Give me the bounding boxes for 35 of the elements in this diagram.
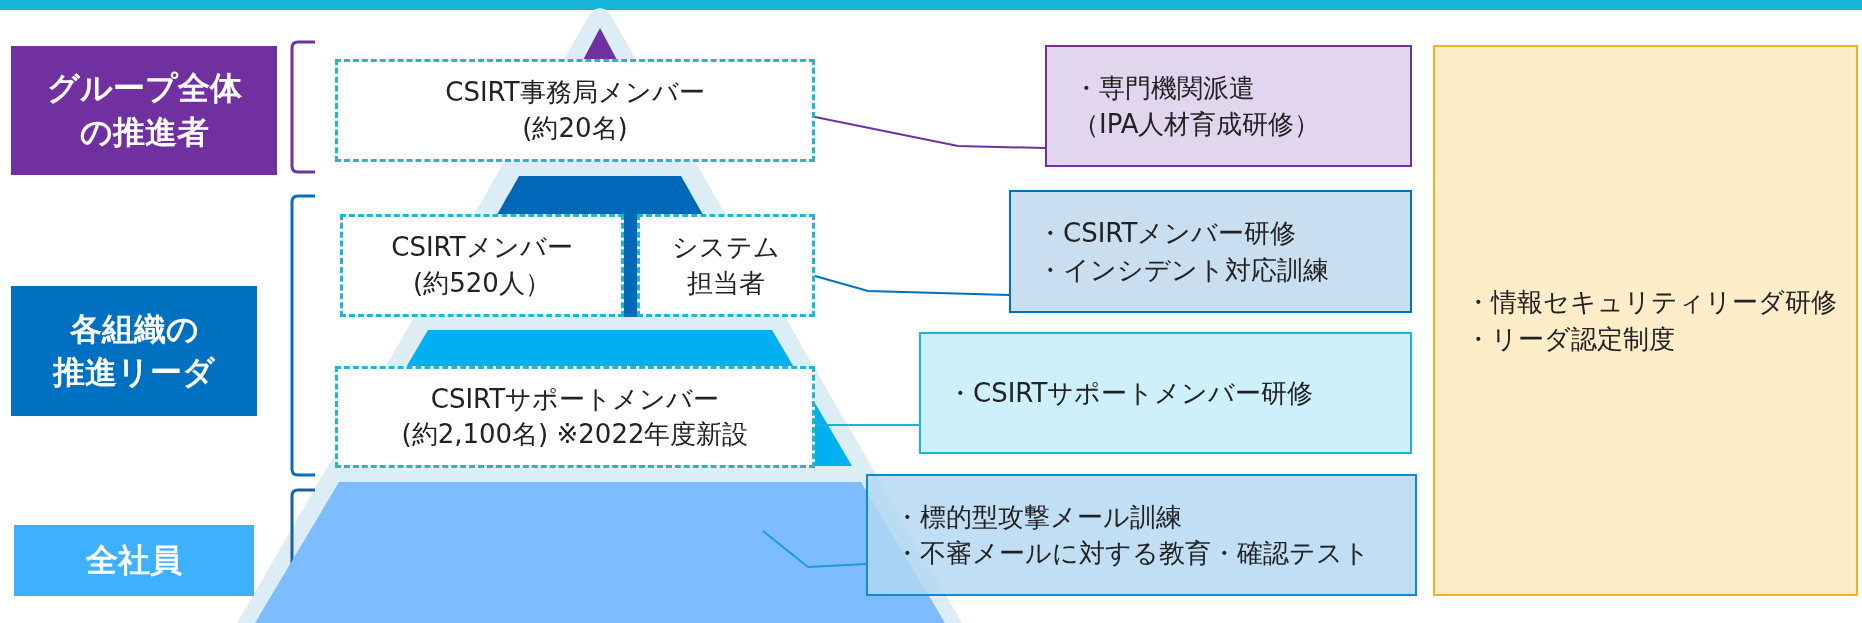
- tier-banner: [11, 46, 277, 175]
- training-box: [919, 332, 1412, 454]
- member-group-name: CSIRTメンバー: [391, 231, 573, 265]
- member-count: (約520人）: [413, 266, 551, 300]
- tier-banner: [11, 286, 257, 416]
- training-item: ・CSIRTメンバー研修: [1037, 217, 1297, 251]
- training-item: ・専門機関派遣（IPA人材育成研修）: [1073, 71, 1321, 141]
- leader-line: [762, 530, 867, 568]
- member-count: (約2,100名) ※2022年度新設: [401, 418, 749, 451]
- leader-training-panel: [1433, 45, 1858, 596]
- tier-label: 各組織の推進リーダ: [53, 308, 215, 393]
- member-group-name: CSIRTサポートメンバー: [430, 382, 720, 416]
- training-box: [866, 474, 1417, 596]
- training-item: ・情報セキュリティリーダ研修: [1465, 286, 1837, 320]
- member-group-box: [335, 366, 815, 468]
- pyramid-base-layer: [255, 482, 945, 623]
- tier-label: 全社員: [86, 539, 182, 581]
- leader-line: [814, 424, 920, 426]
- tier-banner: [14, 525, 254, 596]
- training-item: ・不審メールに対する教育・確認テスト: [894, 537, 1370, 570]
- member-group-name: システム担当者: [672, 231, 780, 300]
- member-group-box: [335, 59, 815, 162]
- member-group-box: [340, 214, 624, 317]
- leader-line: [814, 116, 1046, 149]
- training-item: ・CSIRTサポートメンバー研修: [947, 376, 1314, 410]
- member-group-box: [637, 214, 815, 317]
- training-item: ・リーダ認定制度: [1465, 322, 1675, 356]
- training-box: [1009, 190, 1412, 313]
- tier-label: グループ全体の推進者: [46, 68, 242, 153]
- leader-line: [814, 275, 1010, 296]
- member-group-name: CSIRT事務局メンバー: [445, 76, 705, 110]
- training-item: ・インシデント対応訓練: [1037, 253, 1329, 287]
- training-box: [1045, 45, 1412, 167]
- member-count: (約20名): [522, 111, 628, 145]
- training-item: ・標的型攻撃メール訓練: [894, 500, 1182, 534]
